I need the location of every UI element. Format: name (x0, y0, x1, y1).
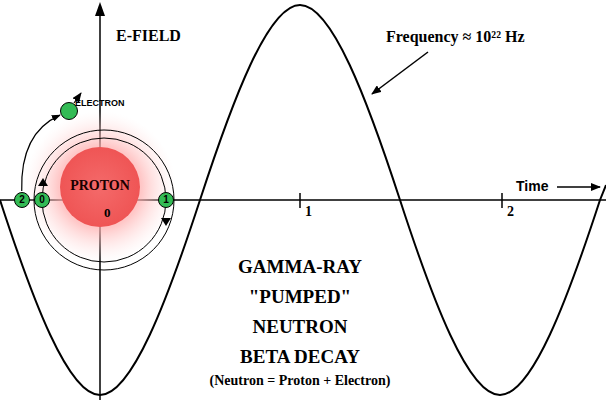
proton-circle: PROTON (60, 147, 140, 227)
callout-number: 1 (159, 193, 173, 206)
electron-path (22, 115, 60, 191)
orbit-arrow (38, 178, 48, 186)
leader-arrow (372, 52, 428, 94)
orbit (42, 138, 166, 262)
time-arrow (557, 186, 600, 188)
callout-number: 0 (35, 193, 49, 206)
gamma-wave (0, 5, 606, 395)
title: GAMMA-RAY "PUMPED" NEUTRON BETA DECAY (225, 252, 375, 372)
tick-label: 0 (104, 205, 111, 221)
annotation: Frequency ≈ 10²² Hz (386, 28, 525, 46)
tick-label: 2 (507, 204, 514, 220)
callout-number: 2 (15, 193, 29, 206)
caption: (Neutron = Proton + Electron) (210, 373, 391, 389)
electron-circle: 1 (158, 192, 174, 208)
electron-circle: 2 (14, 192, 30, 208)
tick-label: 1 (305, 204, 312, 220)
particle-label: ELECTRON (75, 98, 125, 108)
axis-label: E-FIELD (116, 27, 181, 45)
tick (299, 193, 301, 208)
orbit (34, 130, 174, 270)
electron-circle: 0 (34, 192, 50, 208)
axis-arrowhead (95, 2, 105, 16)
tick (501, 193, 503, 208)
particle-label: PROTON (70, 178, 130, 194)
free-electron: ELECTRON (60, 102, 76, 118)
orbit-arrow (161, 218, 171, 226)
axis-label: Time (516, 178, 548, 194)
